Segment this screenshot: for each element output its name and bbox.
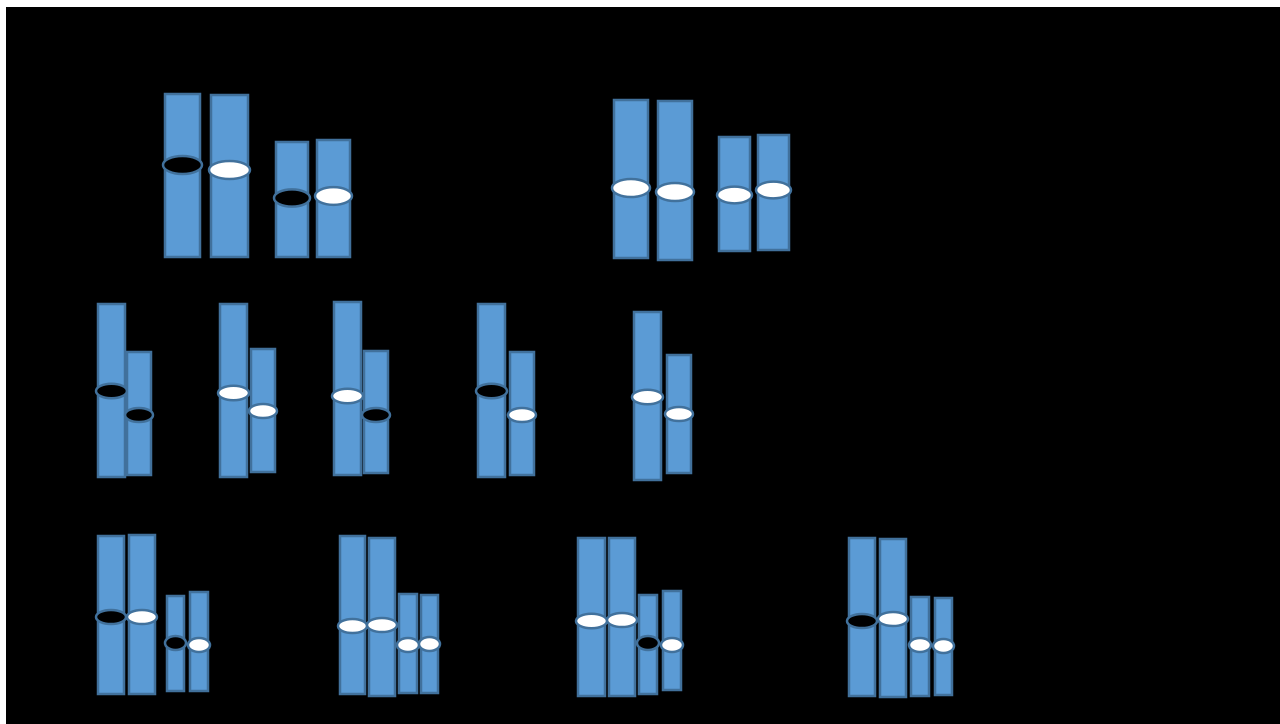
centromere-dark	[474, 382, 509, 400]
centromere-light	[630, 388, 665, 406]
centromere-light	[125, 608, 159, 626]
centromere-light	[876, 610, 910, 628]
centromere-dark	[272, 188, 312, 208]
centromere-dark	[94, 382, 129, 400]
centromere-light	[417, 635, 442, 653]
centromere-dark	[123, 406, 155, 424]
centromere-light	[216, 384, 251, 402]
centromere-dark	[161, 154, 204, 176]
chromosome-group-middle-4	[474, 302, 538, 479]
centromere-light	[336, 617, 369, 635]
centromere-light	[931, 637, 956, 655]
centromere-light	[605, 611, 639, 629]
centromere-light	[663, 405, 695, 423]
chromosome-group-middle-1	[94, 302, 155, 479]
centromere-light	[654, 181, 696, 203]
centromere-light	[330, 387, 365, 405]
centromere-light	[610, 177, 652, 199]
centromere-light	[207, 159, 252, 181]
centromere-light	[506, 406, 538, 424]
chromosome-long	[367, 536, 397, 698]
centromere-dark	[360, 406, 392, 424]
chromosome-group-middle-5	[630, 310, 695, 482]
chromosome-group-middle-3	[330, 300, 392, 477]
centromere-dark	[635, 634, 661, 652]
centromere-light	[659, 636, 685, 654]
centromere-light	[186, 636, 212, 654]
centromere-light	[715, 185, 754, 205]
centromere-light	[395, 636, 421, 654]
centromere-dark	[845, 612, 879, 630]
chromosome-group-bottom-3	[574, 536, 685, 698]
chromosome-long	[656, 99, 694, 262]
chromosome-long	[163, 92, 202, 259]
centromere-light	[247, 402, 279, 420]
chromosome-group-bottom-4	[845, 536, 956, 699]
chromosome-group-top-left	[161, 92, 354, 259]
chromosome-group-middle-2	[216, 302, 279, 479]
centromere-light	[907, 636, 933, 654]
centromere-light	[754, 180, 793, 200]
chromosome-group-bottom-1	[94, 533, 212, 696]
centromere-light	[365, 616, 399, 634]
centromere-light	[313, 185, 354, 207]
centromere-dark	[163, 634, 188, 652]
centromere-dark	[94, 608, 128, 626]
chromosome-group-top-right	[610, 98, 793, 262]
centromere-light	[574, 612, 609, 630]
chromosome-long	[338, 534, 367, 696]
chromosome-group-bottom-2	[336, 534, 442, 698]
